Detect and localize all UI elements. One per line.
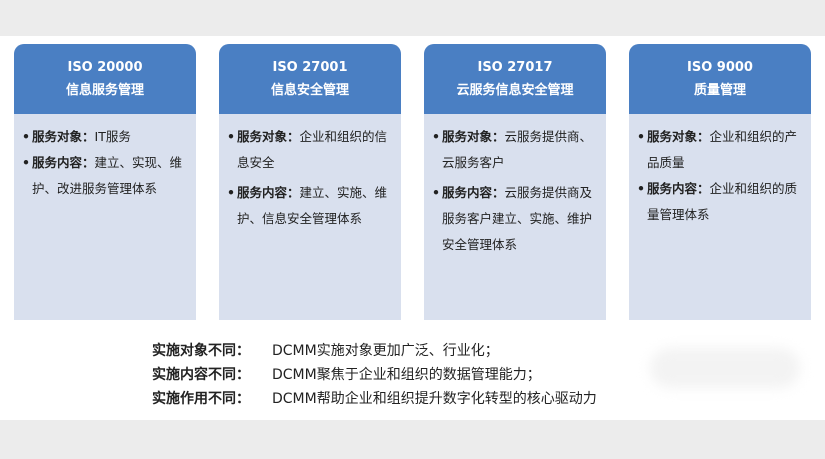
bullet-label: 服务内容：	[647, 181, 710, 196]
card-title-code: ISO 9000	[687, 60, 753, 75]
card-title-name: 信息服务管理	[65, 83, 144, 98]
bullet-service-content: • 服务内容：云服务提供商及服务客户建立、实施、维护安全管理体系	[432, 180, 600, 258]
bullet-value: 企业和组织的质量管理体系	[647, 181, 798, 222]
summary-line-effect: 实施作用不同： DCMM帮助企业和组织提升数字化转型的核心驱动力	[152, 387, 772, 411]
summary-text: DCMM实施对象更加广泛、行业化；	[272, 343, 499, 359]
bullet-label: 服务对象：	[237, 129, 300, 144]
card-iso-20000: ISO 20000 信息服务管理 • 服务对象：IT服务 • 服务内容：建立、实…	[14, 44, 196, 320]
card-body: • 服务对象：企业和组织的产品质量 • 服务内容：企业和组织的质量管理体系	[629, 114, 811, 228]
bullet-service-content: • 服务内容：建立、实现、维护、改进服务管理体系	[22, 150, 190, 202]
bullet-label: 服务内容：	[32, 155, 95, 170]
bullet-label: 服务内容：	[237, 185, 300, 200]
card-title-name: 信息安全管理	[270, 83, 349, 98]
summary-text: DCMM帮助企业和组织提升数字化转型的核心驱动力	[272, 391, 597, 407]
slide: ISO 20000 信息服务管理 • 服务对象：IT服务 • 服务内容：建立、实…	[0, 36, 825, 420]
bullet-dot-icon: •	[22, 155, 30, 170]
bullet-service-target: • 服务对象：云服务提供商、云服务客户	[432, 124, 600, 176]
card-title-code: ISO 27001	[272, 60, 348, 75]
card-header: ISO 27017 云服务信息安全管理	[424, 44, 606, 114]
bullet-value: 建立、实施、维护、信息安全管理体系	[237, 185, 388, 226]
bullet-label: 服务对象：	[32, 129, 95, 144]
comparison-summary: 实施对象不同： DCMM实施对象更加广泛、行业化； 实施内容不同： DCMM聚焦于企…	[152, 339, 772, 411]
bullet-dot-icon: •	[227, 185, 235, 200]
summary-label: 实施对象不同：	[152, 343, 250, 359]
card-iso-9000: ISO 9000 质量管理 • 服务对象：企业和组织的产品质量 • 服务内容：企…	[629, 44, 811, 320]
bullet-value: 云服务提供商及服务客户建立、实施、维护安全管理体系	[442, 185, 593, 252]
summary-label: 实施作用不同：	[152, 391, 250, 407]
bullet-service-content: • 服务内容：建立、实施、维护、信息安全管理体系	[227, 180, 395, 232]
bullet-service-target: • 服务对象：企业和组织的信息安全	[227, 124, 395, 176]
bullet-dot-icon: •	[637, 181, 645, 196]
bullet-label: 服务对象：	[442, 129, 505, 144]
card-title-name: 质量管理	[693, 83, 746, 98]
bullet-value: 企业和组织的信息安全	[237, 129, 388, 170]
summary-text: DCMM聚焦于企业和组织的数据管理能力；	[272, 367, 541, 383]
card-body: • 服务对象：IT服务 • 服务内容：建立、实现、维护、改进服务管理体系	[14, 114, 196, 202]
bullet-label: 服务对象：	[647, 129, 710, 144]
summary-line-target: 实施对象不同： DCMM实施对象更加广泛、行业化；	[152, 339, 772, 363]
bullet-service-target: • 服务对象：企业和组织的产品质量	[637, 124, 805, 176]
bullet-value: 企业和组织的产品质量	[647, 129, 798, 170]
bullet-dot-icon: •	[432, 129, 440, 144]
card-body: • 服务对象：云服务提供商、云服务客户 • 服务内容：云服务提供商及服务客户建立…	[424, 114, 606, 258]
card-header: ISO 27001 信息安全管理	[219, 44, 401, 114]
card-iso-27001: ISO 27001 信息安全管理 • 服务对象：企业和组织的信息安全 • 服务内…	[219, 44, 401, 320]
card-header: ISO 9000 质量管理	[629, 44, 811, 114]
bullet-dot-icon: •	[22, 129, 30, 144]
bullet-value: 云服务提供商、云服务客户	[442, 129, 593, 170]
summary-line-content: 实施内容不同： DCMM聚焦于企业和组织的数据管理能力；	[152, 363, 772, 387]
bullet-value: 建立、实现、维护、改进服务管理体系	[32, 155, 183, 196]
bullet-dot-icon: •	[227, 129, 235, 144]
card-title-code: ISO 27017	[477, 60, 553, 75]
card-body: • 服务对象：企业和组织的信息安全 • 服务内容：建立、实施、维护、信息安全管理…	[219, 114, 401, 232]
card-title-name: 云服务信息安全管理	[456, 83, 574, 98]
bullet-dot-icon: •	[637, 129, 645, 144]
bullet-service-content: • 服务内容：企业和组织的质量管理体系	[637, 176, 805, 228]
watermark-blur	[650, 348, 800, 388]
bullet-value: IT服务	[94, 129, 131, 144]
card-title-code: ISO 20000	[67, 60, 143, 75]
iso-cards: ISO 20000 信息服务管理 • 服务对象：IT服务 • 服务内容：建立、实…	[14, 44, 814, 320]
card-header: ISO 20000 信息服务管理	[14, 44, 196, 114]
bullet-service-target: • 服务对象：IT服务	[22, 124, 190, 150]
summary-label: 实施内容不同：	[152, 367, 250, 383]
bullet-dot-icon: •	[432, 185, 440, 200]
bullet-label: 服务内容：	[442, 185, 505, 200]
card-iso-27017: ISO 27017 云服务信息安全管理 • 服务对象：云服务提供商、云服务客户 …	[424, 44, 606, 320]
